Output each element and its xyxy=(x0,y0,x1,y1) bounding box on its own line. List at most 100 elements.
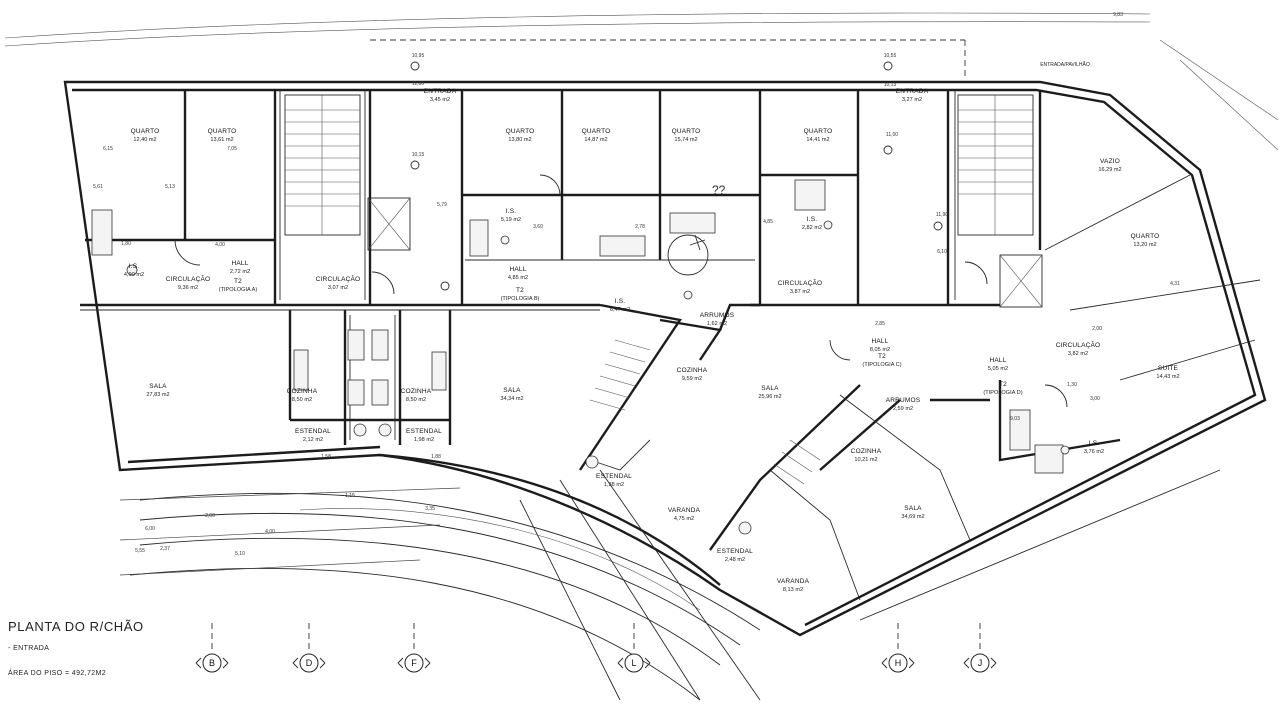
dimension-label: 5,61 xyxy=(93,184,103,190)
shower-fixture xyxy=(794,179,826,211)
room-name: ESTENDAL xyxy=(717,548,753,555)
room-name: SALA xyxy=(149,383,167,390)
room-name: CIRCULAÇÃO xyxy=(316,274,361,283)
room-name: I.S. xyxy=(129,263,140,270)
dimension-label: 1,88 xyxy=(431,454,441,460)
room-name: ARRUMOS xyxy=(700,312,735,319)
dimension-label: 6,00 xyxy=(145,526,155,532)
room-area: 3,87 m2 xyxy=(790,289,810,295)
room-area: 14,87 m2 xyxy=(584,137,607,143)
room-name: SALA xyxy=(503,387,521,394)
grid-axis-label: F xyxy=(411,658,417,668)
room-area: 3,76 m2 xyxy=(1084,449,1104,455)
toilet-fixture xyxy=(823,220,833,230)
dimension-label: 4,00 xyxy=(215,242,225,248)
room-label: ESTENDAL 2,48 m2 xyxy=(717,548,753,563)
room-label: ARRUMOS 1,62 m2 xyxy=(700,312,735,327)
elevator-left xyxy=(367,197,411,251)
dimension-label: 9,83 xyxy=(1113,12,1123,18)
grid-axis-label: J xyxy=(978,658,983,668)
room-name: HALL xyxy=(989,357,1006,364)
grid-axis-bubble: J xyxy=(963,623,997,673)
room-label: ENTRADA 3,27 m2 xyxy=(896,88,929,103)
bathtub-fixture xyxy=(469,219,489,257)
room-name: ENTRADA xyxy=(896,88,929,95)
dimension-label: 3,35 xyxy=(425,506,435,512)
dimension-label: 2,00 xyxy=(1092,326,1102,332)
dimension-label: 2,78 xyxy=(635,224,645,230)
room-name: HALL xyxy=(871,338,888,345)
counter-fixture xyxy=(431,351,447,391)
typology-type: T2 xyxy=(999,381,1007,388)
room-area: 6,47 m2 xyxy=(610,307,630,313)
room-area: 2,72 m2 xyxy=(230,269,250,275)
grid-axis-label: B xyxy=(209,658,215,668)
room-area: 3,07 m2 xyxy=(328,285,348,291)
room-label: HALL 5,05 m2 xyxy=(988,357,1008,372)
room-area: 13,80 m2 xyxy=(508,137,531,143)
grid-axis-bubble: L xyxy=(617,623,651,673)
grid-axis-label: L xyxy=(631,658,636,668)
room-name: VARANDA xyxy=(777,578,810,585)
bathtub-fixture xyxy=(599,235,646,257)
room-name: QUARTO xyxy=(804,128,833,135)
room-name: COZINHA xyxy=(401,388,432,395)
grid-axis-label: D xyxy=(306,658,313,668)
typology-name: (TIPOLOGIA D) xyxy=(983,390,1022,396)
room-area: 15,74 m2 xyxy=(674,137,697,143)
dimension-label: 10,13 xyxy=(884,82,897,88)
room-area: 2,12 m2 xyxy=(303,437,323,443)
sketch-note: ?? xyxy=(712,183,726,197)
washer-fixture xyxy=(378,423,392,437)
washer-fixture xyxy=(353,423,367,437)
dimension-label: 5,10 xyxy=(235,551,245,557)
room-area: 8,50 m2 xyxy=(292,397,312,403)
room-label: SALA 27,83 m2 xyxy=(146,383,169,398)
room-area: 5,05 m2 xyxy=(988,366,1008,372)
dimension-label: 7,05 xyxy=(227,146,237,152)
room-area: 12,40 m2 xyxy=(133,137,156,143)
toilet-fixture xyxy=(126,264,138,276)
typology-labels: T2(TIPOLOGIA A)T2(TIPOLOGIA B)T2(TIPOLOG… xyxy=(219,278,1023,396)
room-area: 3,27 m2 xyxy=(902,97,922,103)
room-area: 27,83 m2 xyxy=(146,392,169,398)
room-area: 1,62 m2 xyxy=(707,321,727,327)
dimension-label: 11,00 xyxy=(886,132,898,138)
typology-label: T2(TIPOLOGIA C) xyxy=(862,353,901,368)
room-area: 4,85 m2 xyxy=(508,275,528,281)
dimension-label: 1,80 xyxy=(121,241,131,247)
typology-type: T2 xyxy=(878,353,886,360)
room-area: 2,48 m2 xyxy=(725,557,745,563)
grid-axis-label: H xyxy=(895,658,902,668)
room-label: QUARTO 14,41 m2 xyxy=(804,128,833,143)
dimension-label: 10,55 xyxy=(884,53,897,59)
dimension-label: 10,95 xyxy=(412,53,425,59)
plan-title: PLANTA DO R/CHÃO xyxy=(8,619,144,634)
room-name: CIRCULAÇÃO xyxy=(1056,340,1101,349)
room-area: 34,34 m2 xyxy=(500,396,523,402)
typology-label: T2(TIPOLOGIA A) xyxy=(219,278,258,293)
room-area: 4,75 m2 xyxy=(674,516,694,522)
room-area: 13,61 m2 xyxy=(210,137,233,143)
dimension-label: 11,90 xyxy=(936,212,948,218)
room-name: QUARTO xyxy=(582,128,611,135)
room-name: HALL xyxy=(509,266,526,273)
room-name: I.S. xyxy=(807,216,818,223)
shower-fixture xyxy=(1034,444,1064,474)
room-area: 14,41 m2 xyxy=(806,137,829,143)
room-area: 10,21 m2 xyxy=(854,457,877,463)
room-name: ESTENDAL xyxy=(406,428,442,435)
